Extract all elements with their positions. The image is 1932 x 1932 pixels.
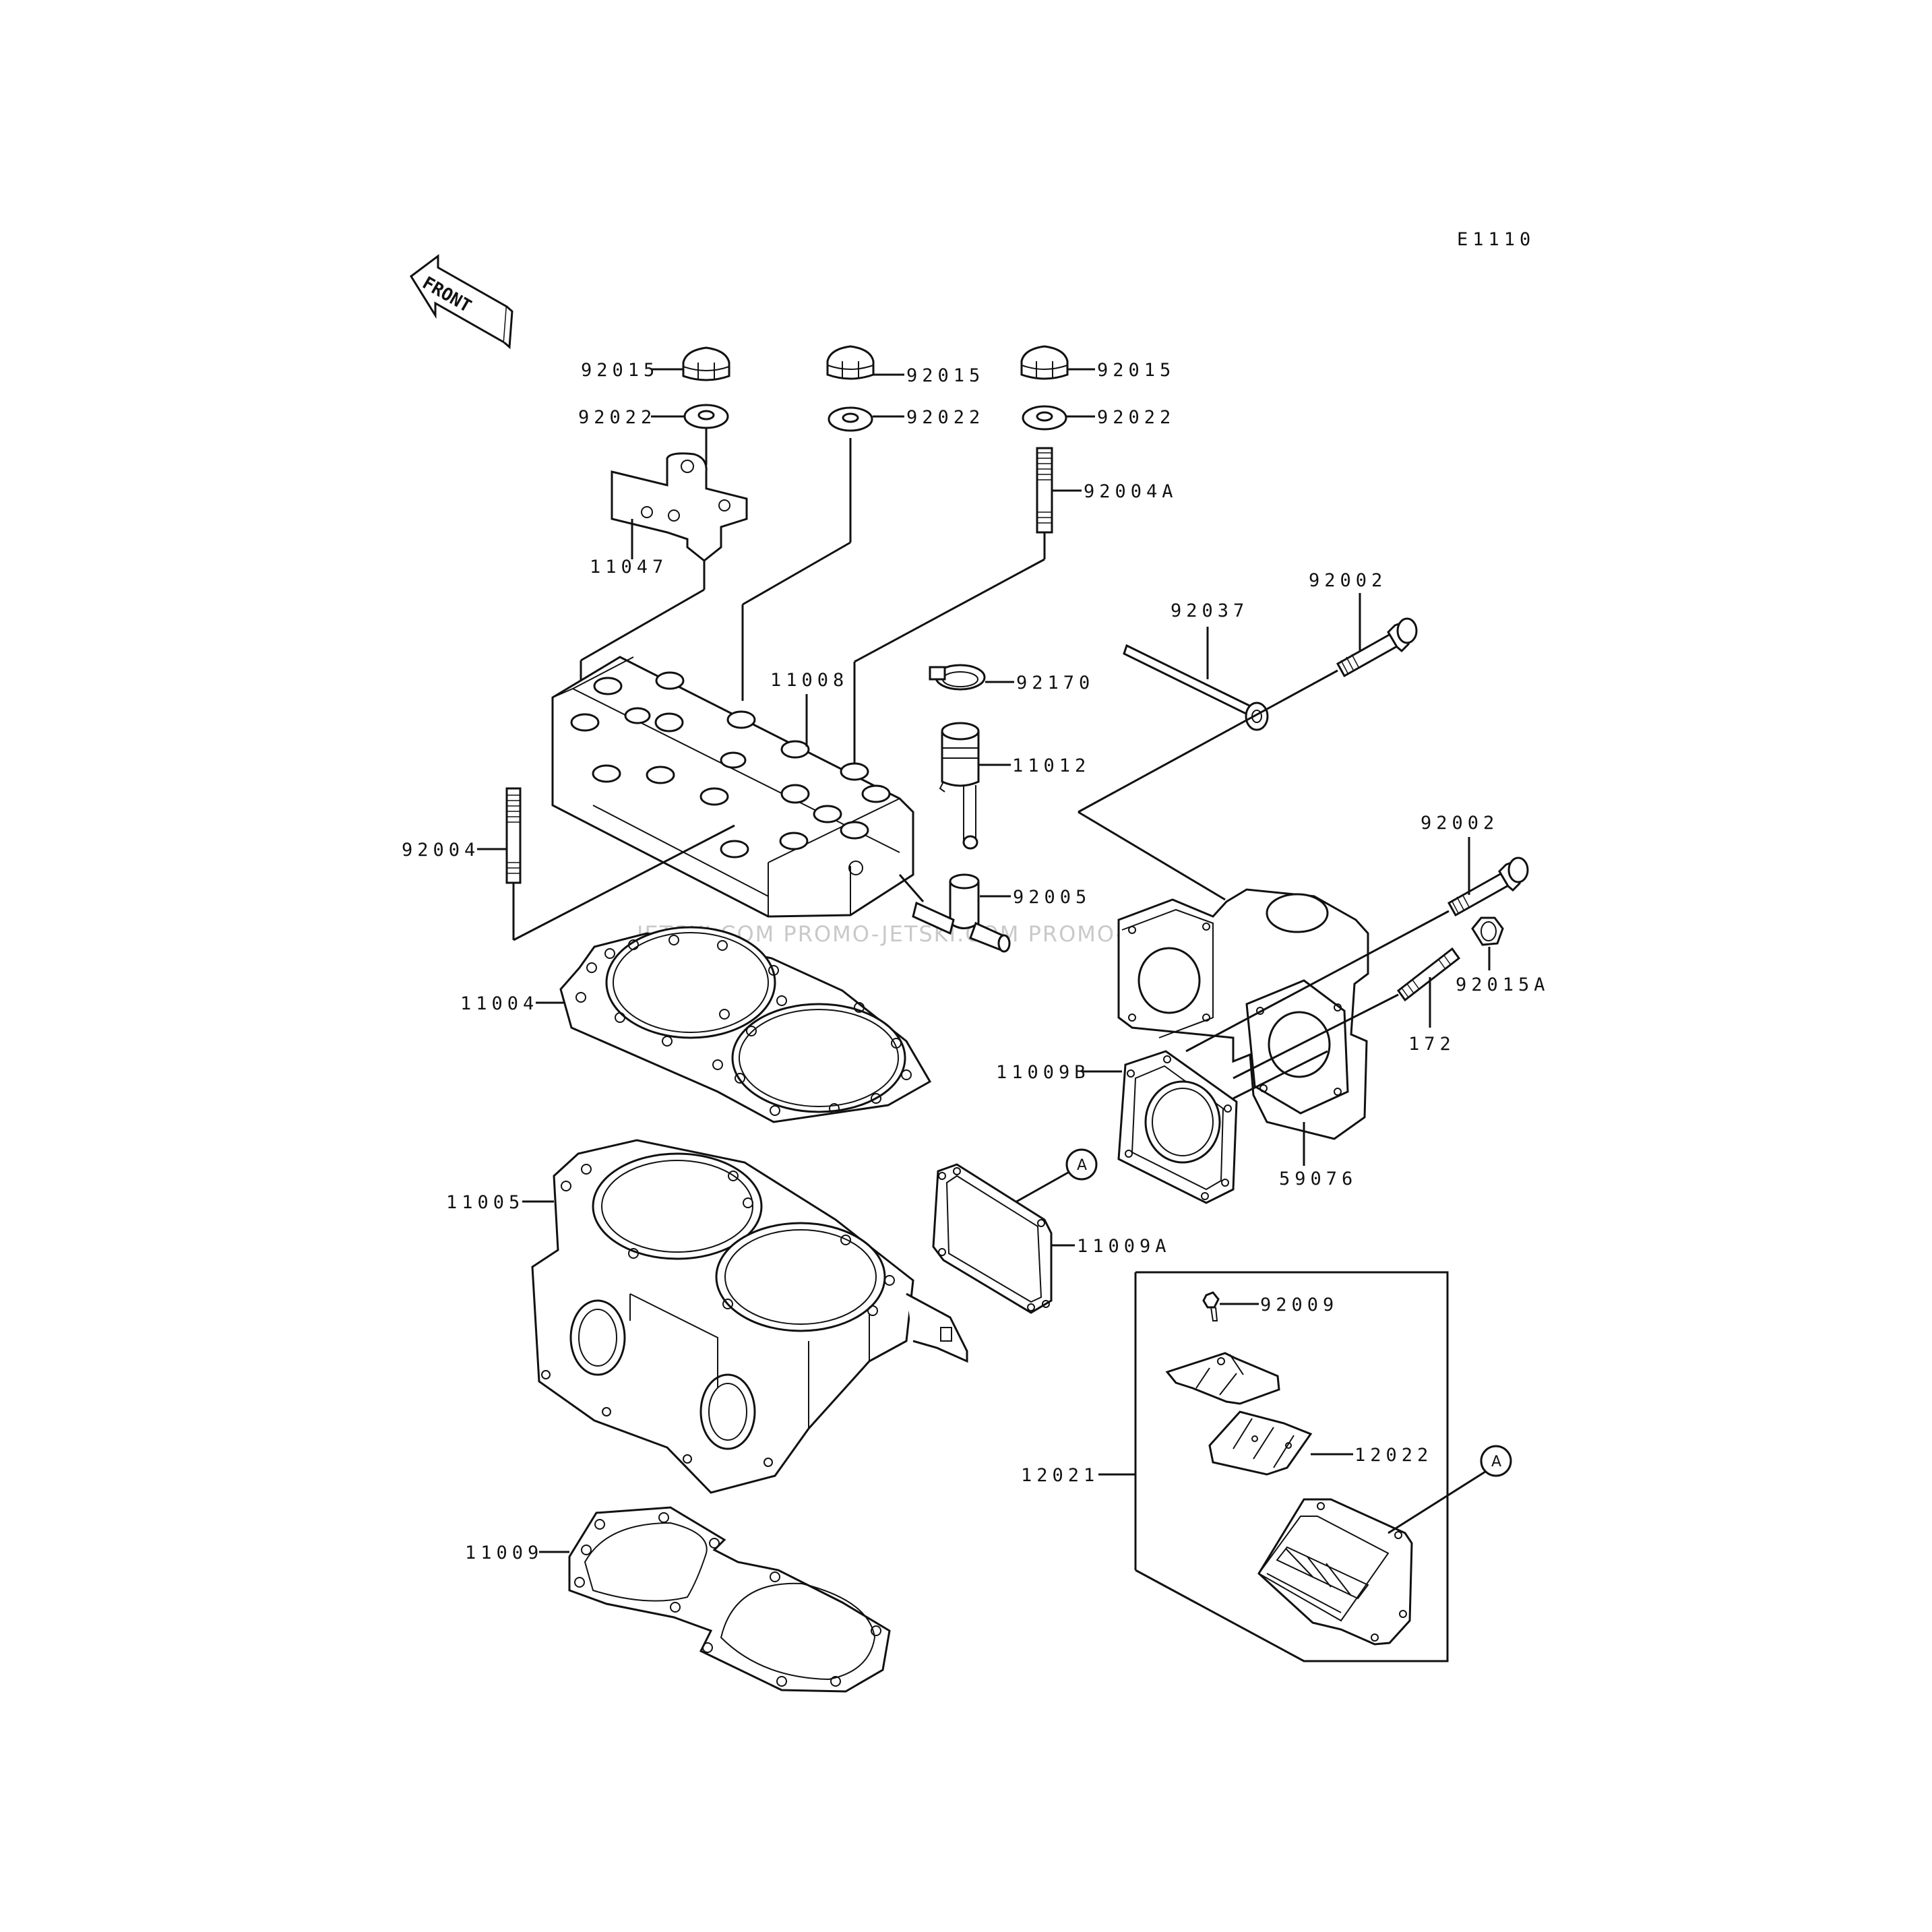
label-92015-mid: 92015 <box>906 365 985 386</box>
label-92002-top: 92002 <box>1309 570 1387 591</box>
nut-manifold <box>1471 916 1504 946</box>
label-92022-right: 92022 <box>1097 407 1175 428</box>
label-92004A: 92004A <box>1084 481 1178 502</box>
callout-a-lower: A <box>1480 1445 1512 1477</box>
label-11004: 11004 <box>460 993 538 1014</box>
cap-nut-right <box>1020 345 1069 380</box>
label-92015-left: 92015 <box>581 360 659 381</box>
stud-side <box>505 787 522 884</box>
label-92037: 92037 <box>1171 600 1249 621</box>
label-92004: 92004 <box>402 840 480 861</box>
label-92015A: 92015A <box>1456 974 1550 995</box>
label-92009: 92009 <box>1260 1295 1338 1315</box>
label-92005: 92005 <box>1013 887 1091 908</box>
hose-clamp <box>929 664 986 691</box>
gasket-b <box>1117 1050 1238 1204</box>
label-172: 172 <box>1408 1034 1456 1055</box>
label-92170: 92170 <box>1016 673 1094 693</box>
head-gasket <box>559 926 932 1123</box>
cylinder-head <box>551 656 914 918</box>
hose-fitting <box>912 873 1011 953</box>
label-11008: 11008 <box>770 670 848 691</box>
label-92022-left: 92022 <box>578 407 656 428</box>
label-11012: 11012 <box>1012 755 1090 776</box>
stud-top <box>1036 447 1053 534</box>
cap-nut-left <box>682 346 730 381</box>
label-92002-mid: 92002 <box>1421 813 1499 834</box>
rod <box>1123 644 1269 731</box>
gasket-a <box>932 1163 1053 1314</box>
label-59076: 59076 <box>1279 1168 1357 1189</box>
reed-block <box>1257 1498 1413 1646</box>
diagram-code: E1110 <box>1457 229 1535 250</box>
label-11009: 11009 <box>465 1543 543 1563</box>
svg-text:A: A <box>1491 1454 1501 1470</box>
label-12021: 12021 <box>1021 1465 1099 1486</box>
svg-text:A: A <box>1077 1157 1087 1174</box>
screw-icon <box>1202 1291 1220 1321</box>
front-arrow-icon: FRONT <box>410 254 513 350</box>
bolt-top <box>1336 617 1418 678</box>
label-11009B: 11009B <box>996 1062 1090 1083</box>
label-92015-right: 92015 <box>1097 360 1175 381</box>
base-gasket <box>568 1506 891 1693</box>
washer-left <box>683 404 729 429</box>
bolt-mid <box>1447 856 1529 917</box>
washer-mid <box>828 406 873 432</box>
washer-right <box>1022 405 1067 431</box>
label-11009A: 11009A <box>1077 1236 1171 1257</box>
reed-petal <box>1208 1410 1313 1476</box>
bracket-part <box>611 452 748 562</box>
cap-nut-mid <box>826 345 875 380</box>
stud-manifold <box>1396 947 1461 1002</box>
label-11005: 11005 <box>446 1192 524 1213</box>
reed-stopper <box>1165 1352 1280 1405</box>
thermostat <box>939 722 980 850</box>
label-11047: 11047 <box>590 557 668 578</box>
callout-a-upper: A <box>1065 1148 1098 1181</box>
label-12022: 12022 <box>1354 1445 1433 1466</box>
reed-valve-box <box>1134 1271 1449 1662</box>
cylinder-block <box>531 1139 968 1494</box>
label-92022-mid: 92022 <box>906 407 985 428</box>
